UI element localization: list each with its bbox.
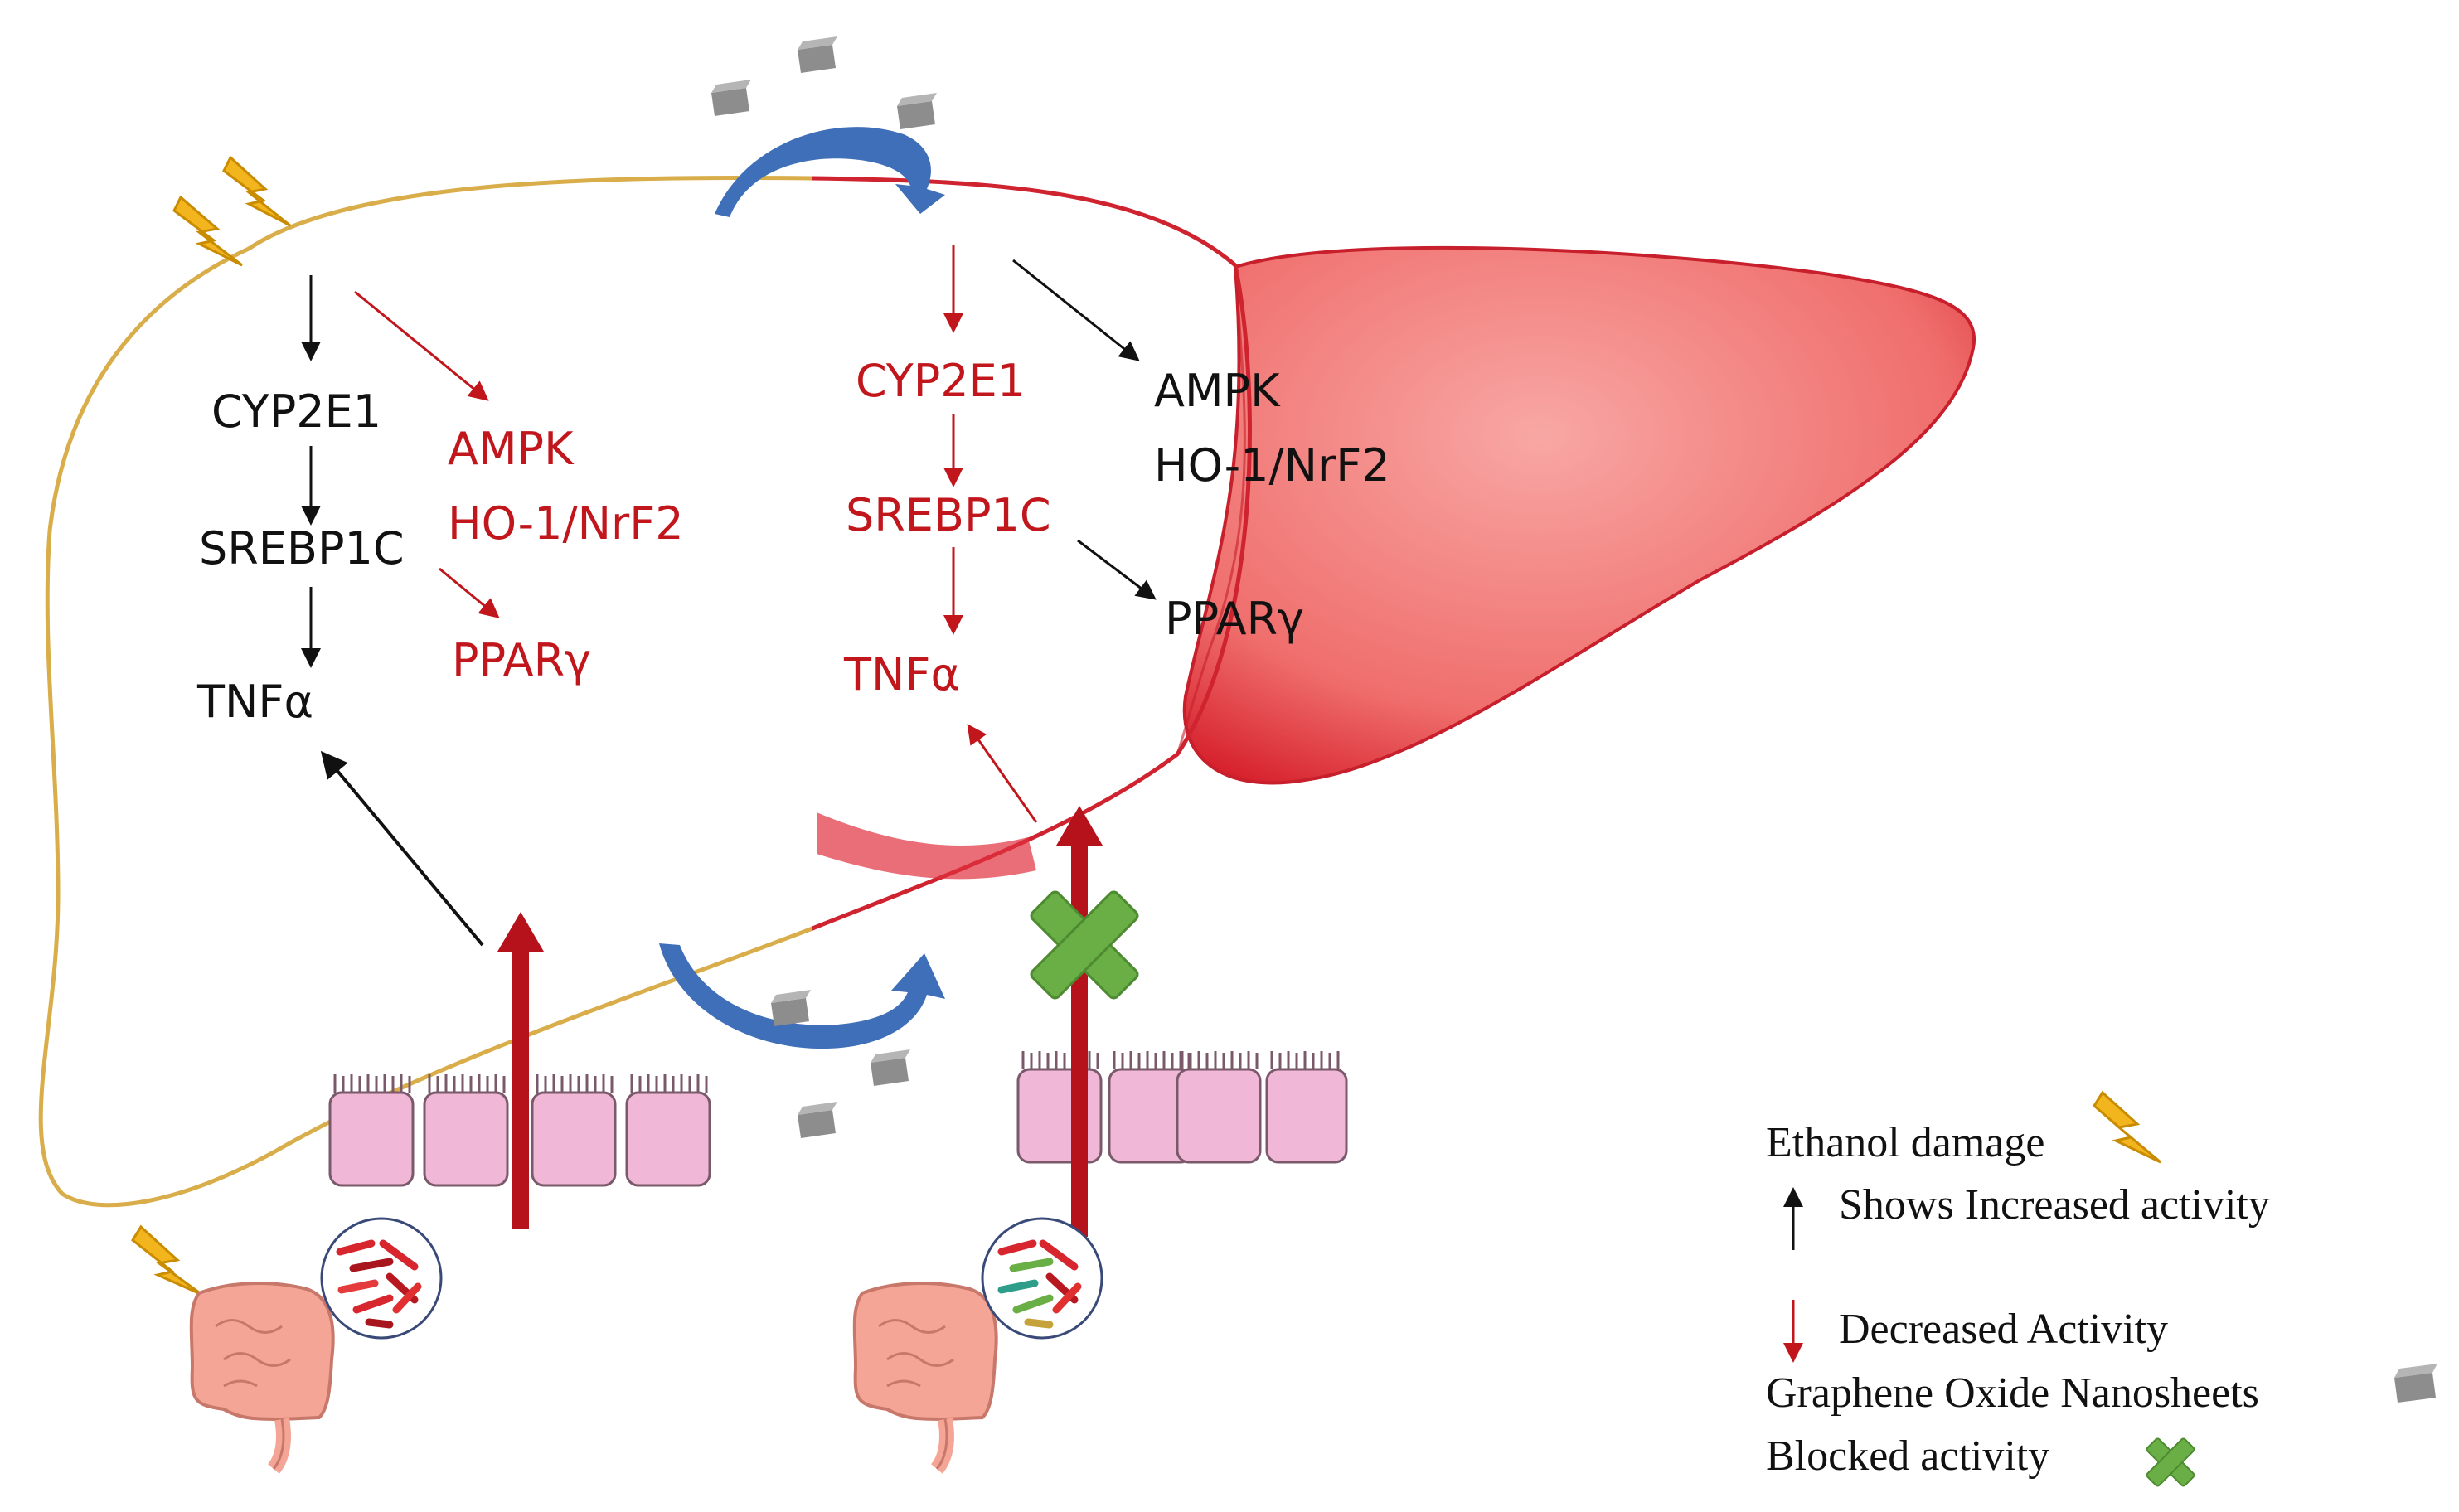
cycle-arrow-top (715, 127, 945, 217)
epithelial-cell (531, 1074, 617, 1187)
label-srebp1c-right: SREBP1C (846, 489, 1051, 541)
blocked-x-icon (1030, 890, 1139, 1000)
left-pathway-arrows (301, 275, 500, 947)
epithelial-cell (1176, 1051, 1262, 1164)
decrease-arrow (967, 724, 1038, 823)
cycle-arrows (659, 127, 945, 1049)
microbiota-bubble-left (320, 1217, 443, 1340)
nanosheet (798, 1102, 837, 1138)
decrease-arrow (354, 290, 489, 401)
legend-blocked-text: Blocked activity (1766, 1432, 2049, 1480)
epithelial-cell (1265, 1051, 1348, 1164)
nanosheet-icon (2394, 1364, 2437, 1403)
label-tnfa-right: TNFα (843, 648, 960, 700)
lightning-icon-gut (131, 1224, 203, 1296)
left-labels: CYP2E1 SREBP1C TNFα AMPK HO-1/NrF2 PPARγ (196, 385, 684, 728)
right-labels: CYP2E1 SREBP1C TNFα AMPK HO-1/NrF2 PPARγ (843, 355, 1390, 700)
blocked-x-icon (2146, 1437, 2195, 1487)
epithelial-cell (625, 1074, 711, 1187)
legend-ethanol-text: Ethanol damage (1766, 1119, 2044, 1166)
label-ho1-left: HO-1/NrF2 (448, 497, 684, 550)
cycle-arrow-bottom (659, 943, 945, 1049)
nanosheet (897, 93, 937, 129)
liver (41, 177, 1976, 1204)
lightning-icon-liver (172, 155, 291, 267)
epithelium-left (328, 1074, 711, 1187)
label-cyp2e1-right: CYP2E1 (856, 355, 1026, 407)
liver-right-lobe (1182, 245, 1976, 785)
epithelial-cell (328, 1074, 415, 1187)
right-pathway-arrows (943, 245, 1157, 823)
legend-graphene-text: Graphene Oxide Nanosheets (1766, 1369, 2259, 1417)
label-tnfa-left: TNFα (196, 676, 313, 728)
label-ho1-right: HO-1/NrF2 (1154, 439, 1390, 492)
label-srebp1c-left: SREBP1C (199, 522, 405, 574)
label-ppar-right: PPARγ (1165, 593, 1304, 645)
intestine-icon-right (852, 1282, 998, 1474)
gut-translocation-arrow-left (497, 912, 544, 1228)
epithelial-cell (423, 1074, 509, 1187)
legend: Ethanol damage Shows Increased activity … (1766, 1090, 2437, 1487)
lightning-icon (2093, 1090, 2161, 1164)
nanosheet (771, 990, 811, 1026)
increase-arrow (320, 750, 484, 947)
label-ppar-left: PPARγ (452, 634, 591, 686)
label-cyp2e1-left: CYP2E1 (211, 385, 381, 438)
legend-increased-text: Shows Increased activity (1839, 1181, 2270, 1228)
decrease-arrow (439, 567, 500, 618)
nanosheet (798, 36, 837, 73)
increase-arrow (1012, 259, 1140, 361)
nanosheets (711, 36, 937, 1138)
nanosheet (871, 1049, 910, 1086)
legend-decreased-text: Decreased Activity (1839, 1306, 2168, 1353)
epithelium-right (1016, 1051, 1348, 1164)
label-ampk-left: AMPK (448, 423, 575, 475)
label-ampk-right: AMPK (1154, 365, 1281, 417)
epithelial-cell (1016, 1051, 1103, 1164)
increase-arrow (1077, 539, 1157, 600)
intestine-icon-left (189, 1282, 335, 1474)
gut-translocation-arrow-right (1056, 806, 1103, 1237)
microbiota-bubble-right (981, 1217, 1103, 1340)
nanosheet (711, 80, 751, 116)
